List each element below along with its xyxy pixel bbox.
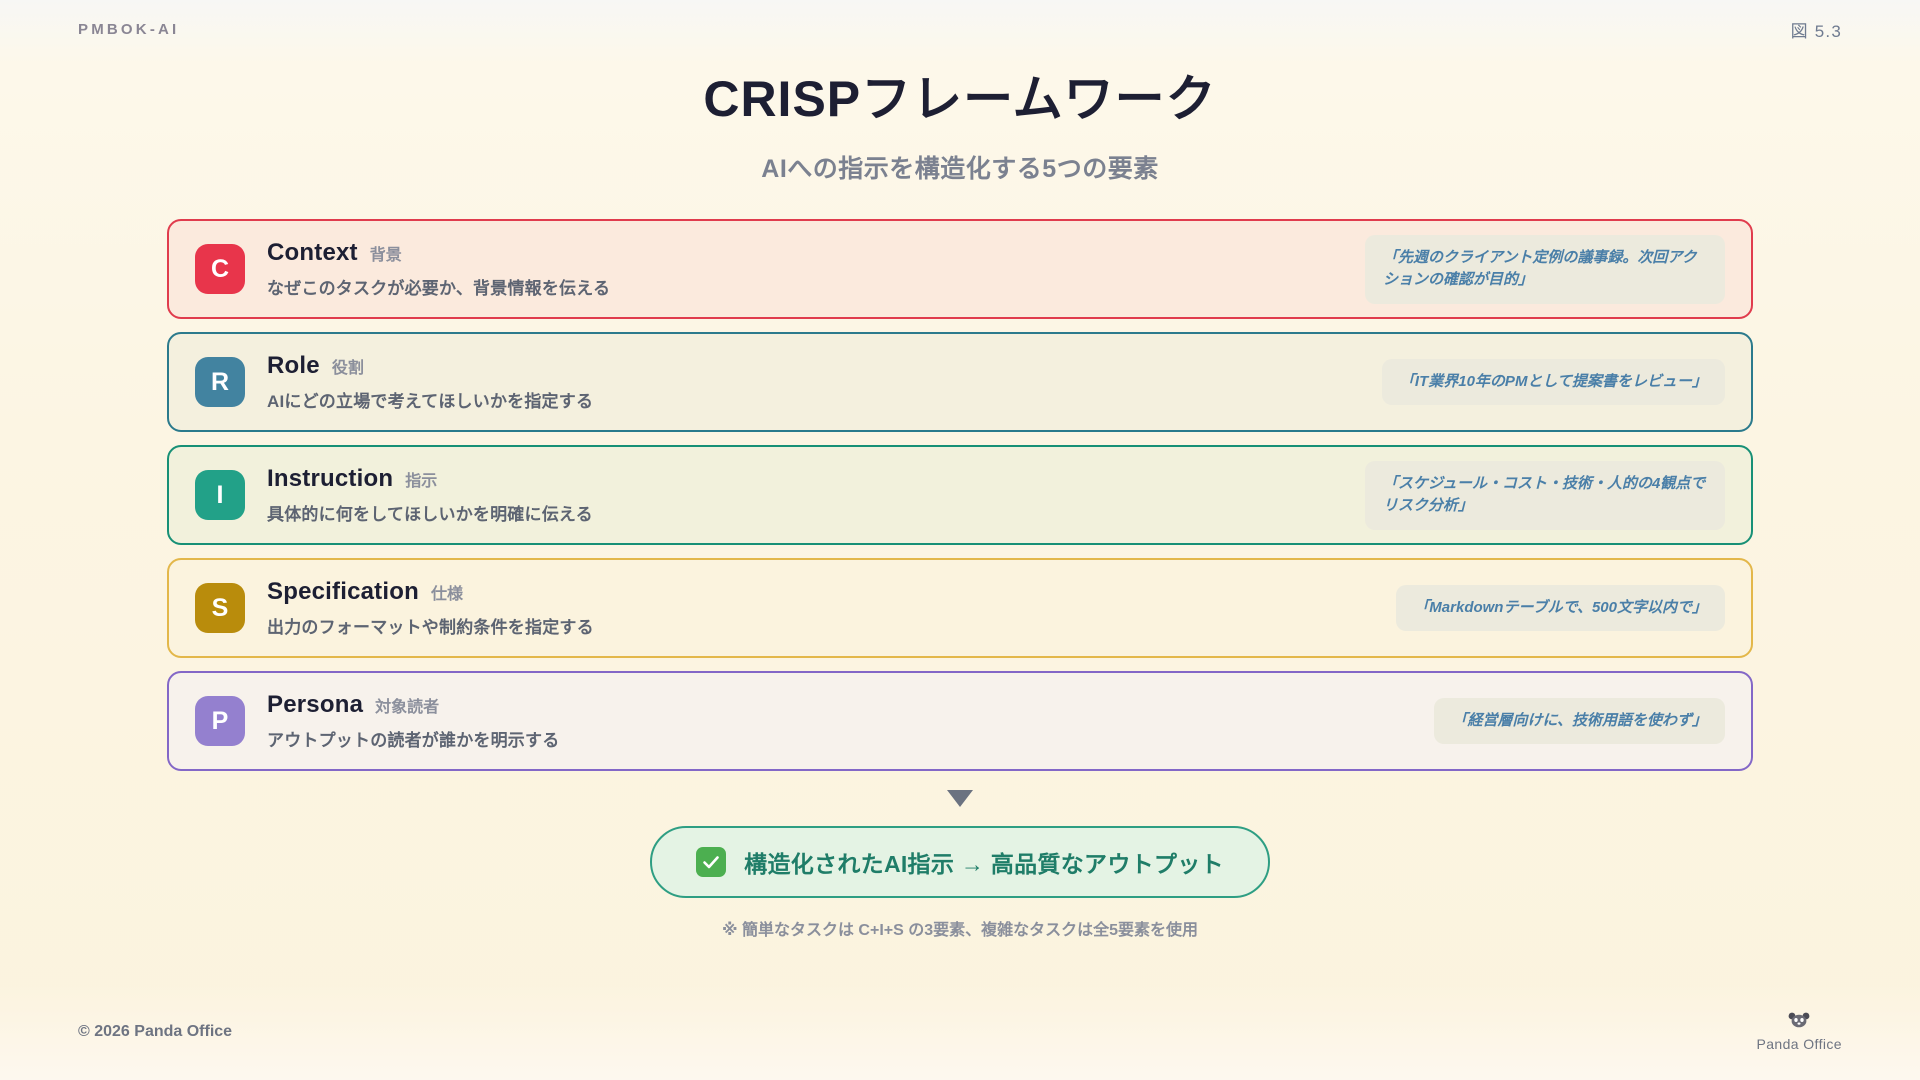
- conclusion-footnote: ※ 簡単なタスクは C+I+S の3要素、複雑なタスクは全5要素を使用: [721, 922, 1199, 939]
- badge-letter-p: P: [195, 696, 245, 746]
- crisp-row-role[interactable]: R Role 役割 AIにどの立場で考えてほしいかを指定する 「IT業界10年の…: [167, 332, 1753, 432]
- row-jp-name-instruction: 指示: [405, 473, 438, 490]
- badge-letter-r: R: [195, 357, 245, 407]
- top-bar: PMBOK-AI 図 5.3: [0, 0, 1920, 58]
- row-example-persona: 「経営層向けに、技術用語を使わず」: [1434, 697, 1725, 745]
- row-desc-role: AIにどの立場で考えてほしいかを指定する: [267, 392, 594, 411]
- row-desc-persona: アウトプットの読者が誰かを明示する: [267, 731, 560, 750]
- badge-letter-c: C: [195, 244, 245, 294]
- row-texts-persona: Persona 対象読者 アウトプットの読者が誰かを明示する: [267, 691, 559, 751]
- crisp-row-specification[interactable]: S Specification 仕様 出力のフォーマットや制約条件を指定する 「…: [167, 558, 1753, 658]
- row-left-persona: P Persona 対象読者 アウトプットの読者が誰かを明示する: [195, 691, 559, 751]
- row-name-line-specification: Specification 仕様: [267, 578, 594, 606]
- row-jp-name-role: 役割: [331, 360, 364, 377]
- footer-logo: Panda Office: [1757, 1012, 1843, 1052]
- row-desc-specification: 出力のフォーマットや制約条件を指定する: [267, 618, 594, 637]
- title-block: CRISPフレームワーク AIへの指示を構造化する5つの要素: [0, 72, 1920, 185]
- row-example-context: 「先週のクライアント定例の議事録。次回アクションの確認が目的」: [1365, 234, 1725, 304]
- row-left-role: R Role 役割 AIにどの立場で考えてほしいかを指定する: [195, 352, 593, 412]
- conclusion-text: 構造化されたAI指示 → 高品質なアウトプット: [744, 851, 1224, 877]
- row-name-line-instruction: Instruction 指示: [267, 465, 593, 493]
- row-en-name-context: Context: [267, 239, 358, 266]
- badge-letter-i: I: [195, 470, 245, 520]
- row-left-context: C Context 背景 なぜこのタスクが必要か、背景情報を伝える: [195, 239, 610, 299]
- row-jp-name-context: 背景: [369, 247, 402, 264]
- panda-icon: [1787, 1012, 1811, 1033]
- row-en-name-specification: Specification: [267, 578, 419, 605]
- row-texts-instruction: Instruction 指示 具体的に何をしてほしいかを明確に伝える: [267, 465, 593, 525]
- figure-number: 図 5.3: [1790, 21, 1842, 41]
- badge-letter-s: S: [195, 583, 245, 633]
- row-en-name-persona: Persona: [267, 691, 364, 718]
- crisp-row-instruction[interactable]: I Instruction 指示 具体的に何をしてほしいかを明確に伝える 「スケ…: [167, 445, 1753, 545]
- row-jp-name-persona: 対象読者: [375, 699, 440, 716]
- row-example-role: 「IT業界10年のPMとして提案書をレビュー」: [1381, 358, 1725, 406]
- row-example-instruction: 「スケジュール・コスト・技術・人的の4観点でリスク分析」: [1365, 460, 1725, 530]
- conclusion-wrap: 構造化されたAI指示 → 高品質なアウトプット ※ 簡単なタスクは C+I+S …: [0, 826, 1920, 940]
- arrow-down-icon: [947, 790, 973, 807]
- footer-logo-text: Panda Office: [1756, 1036, 1842, 1052]
- row-texts-context: Context 背景 なぜこのタスクが必要か、背景情報を伝える: [267, 239, 610, 299]
- row-en-name-instruction: Instruction: [267, 465, 394, 492]
- row-left-instruction: I Instruction 指示 具体的に何をしてほしいかを明確に伝える: [195, 465, 593, 525]
- page-subtitle: AIへの指示を構造化する5つの要素: [761, 155, 1159, 183]
- row-desc-instruction: 具体的に何をしてほしいかを明確に伝える: [267, 505, 593, 524]
- row-example-specification: 「Markdownテーブルで、500文字以内で」: [1396, 584, 1725, 632]
- row-en-name-role: Role: [267, 352, 320, 379]
- row-desc-context: なぜこのタスクが必要か、背景情報を伝える: [267, 279, 611, 298]
- row-texts-role: Role 役割 AIにどの立場で考えてほしいかを指定する: [267, 352, 593, 412]
- footer: © 2026 Panda Office Panda Office: [0, 984, 1920, 1080]
- crisp-row-persona[interactable]: P Persona 対象読者 アウトプットの読者が誰かを明示する 「経営層向けに…: [167, 671, 1753, 771]
- row-jp-name-specification: 仕様: [430, 586, 463, 603]
- row-name-line-role: Role 役割: [267, 352, 593, 380]
- crisp-rows: C Context 背景 なぜこのタスクが必要か、背景情報を伝える 「先週のクラ…: [167, 219, 1753, 784]
- copyright-text: © 2026 Panda Office: [78, 1023, 233, 1040]
- row-texts-specification: Specification 仕様 出力のフォーマットや制約条件を指定する: [267, 578, 594, 638]
- crisp-row-context[interactable]: C Context 背景 なぜこのタスクが必要か、背景情報を伝える 「先週のクラ…: [167, 219, 1753, 319]
- check-square-icon: [696, 847, 727, 877]
- conclusion-pill[interactable]: 構造化されたAI指示 → 高品質なアウトプット: [650, 826, 1270, 898]
- row-name-line-persona: Persona 対象読者: [267, 691, 559, 719]
- row-name-line-context: Context 背景: [267, 239, 610, 267]
- page-title: CRISPフレームワーク: [703, 71, 1217, 127]
- flow-arrow-wrap: [0, 790, 1920, 812]
- brand-label: PMBOK-AI: [78, 20, 180, 38]
- row-left-specification: S Specification 仕様 出力のフォーマットや制約条件を指定する: [195, 578, 594, 638]
